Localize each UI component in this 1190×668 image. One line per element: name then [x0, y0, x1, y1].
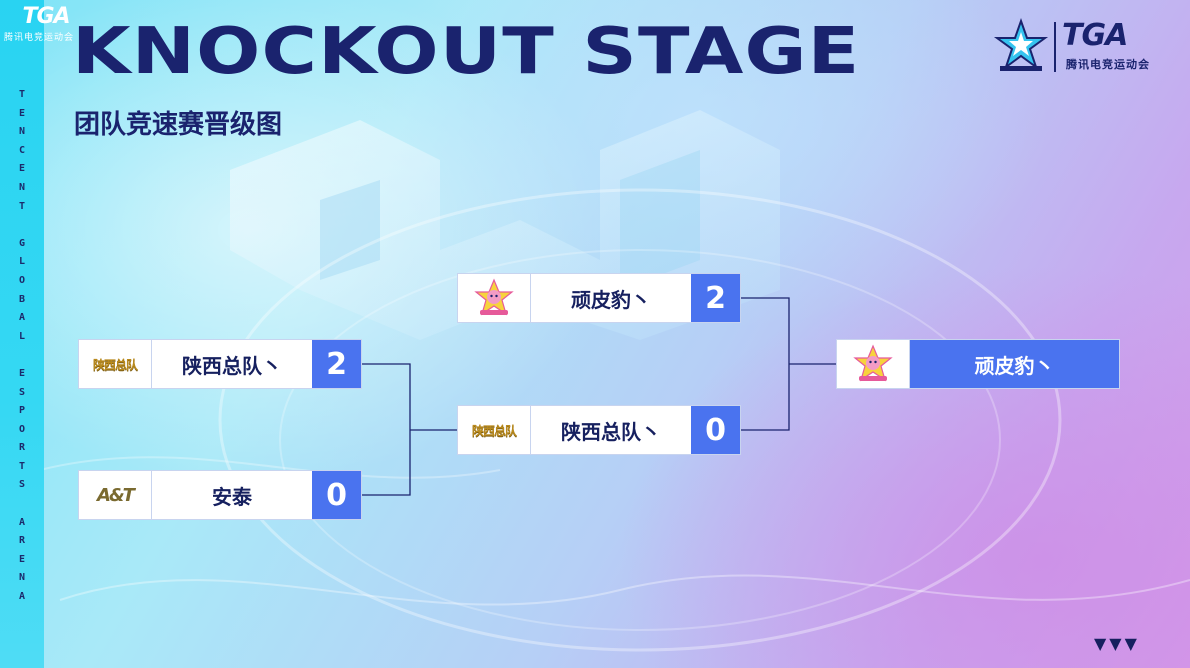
team-row-r1-1: 陕西总队 陕西总队丶 2 [78, 339, 362, 389]
vertical-letter: S [18, 386, 26, 398]
team-logo [458, 274, 531, 322]
tga-brand: TGA [1062, 18, 1128, 53]
vertical-letter: N [18, 181, 26, 193]
vertical-letter: A [18, 312, 26, 324]
star-emblem-icon [993, 18, 1049, 71]
side-bar [0, 0, 44, 668]
team-score: 2 [312, 340, 361, 388]
tga-brand-subtitle: 腾讯电竞运动会 [1066, 58, 1150, 71]
vertical-letter: C [18, 144, 26, 156]
vertical-letter: S [18, 479, 26, 491]
vertical-letter: G [18, 237, 26, 249]
vertical-letter: O [18, 423, 26, 435]
team-name: 安泰 [212, 484, 252, 509]
page-title: KNOCKOUT STAGE [72, 15, 861, 89]
wanpibao-logo-icon [474, 278, 514, 316]
tga-logo: TGA 腾讯电竞运动会 [4, 4, 88, 44]
team-score: 0 [312, 471, 361, 519]
team-score: 2 [691, 274, 740, 322]
vertical-letter: E [18, 367, 26, 379]
vertical-letter: T [18, 460, 26, 472]
team-logo: 陕西总队 [458, 406, 531, 454]
vertical-letter: R [18, 442, 26, 454]
team-logo [837, 340, 910, 388]
vertical-letter: T [18, 200, 26, 212]
vertical-letter: A [18, 516, 26, 528]
team-score: 0 [691, 406, 740, 454]
tga-logo-subtitle: 腾讯电竞运动会 [4, 33, 75, 43]
vertical-letter [14, 216, 30, 235]
tga-logo-text: TGA [22, 4, 70, 29]
team-row-r2-1: 顽皮豹丶 2 [457, 273, 741, 323]
logo-divider [1054, 22, 1056, 72]
team-logo: A&T [79, 471, 152, 519]
vertical-letter: N [18, 572, 26, 584]
shaanxi-logo-icon: 陕西总队 [471, 423, 517, 438]
team-name: 陕西总队丶 [561, 419, 661, 444]
vertical-letter [14, 346, 30, 365]
vertical-letter: P [18, 405, 26, 417]
vertical-letter: E [18, 107, 26, 119]
vertical-letter: E [18, 163, 26, 175]
champion-name: 顽皮豹丶 [910, 340, 1119, 388]
wanpibao-logo-icon [853, 344, 893, 382]
vertical-letter: R [18, 535, 26, 547]
vertical-letter: O [18, 274, 26, 286]
team-row-r2-2: 陕西总队 陕西总队丶 0 [457, 405, 741, 455]
team-logo: 陕西总队 [79, 340, 152, 388]
champion-row: 顽皮豹丶 [836, 339, 1120, 389]
antai-logo-icon: A&T [97, 484, 135, 506]
vertical-letter: B [18, 293, 26, 305]
sponsor-logos: TGA 腾讯电竞运动会 [992, 18, 1172, 78]
vertical-letter: L [18, 256, 26, 268]
page-subtitle: 团队竞速赛晋级图 [74, 110, 283, 140]
down-arrows-icon: ▼▼▼ [1094, 634, 1140, 653]
team-name: 顽皮豹丶 [571, 287, 651, 312]
vertical-letter: E [18, 553, 26, 565]
vertical-letter: A [18, 591, 26, 603]
vertical-letter: T [18, 89, 26, 100]
shaanxi-logo-icon: 陕西总队 [92, 357, 138, 372]
vertical-letter: N [18, 126, 26, 138]
team-row-r1-2: A&T 安泰 0 [78, 470, 362, 520]
team-name: 陕西总队丶 [182, 353, 282, 378]
vertical-letter: L [18, 330, 26, 342]
vertical-letter [14, 495, 30, 514]
